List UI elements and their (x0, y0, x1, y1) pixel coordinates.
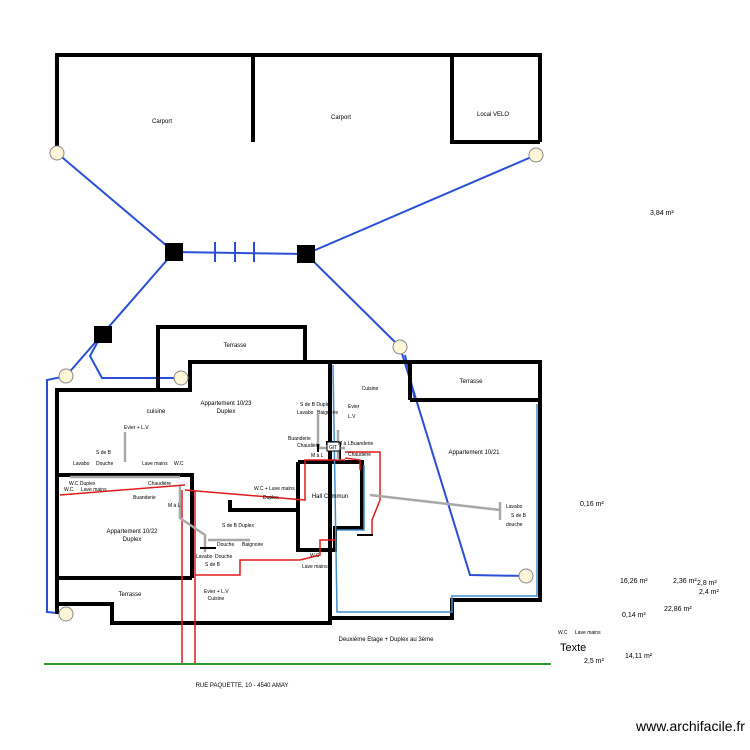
label-chaudiere-right: Chaudière (348, 452, 371, 458)
git-box (326, 441, 341, 452)
label-wc-legend: W.C (558, 630, 568, 636)
label-baignoire-bottom: Baignoire (242, 542, 263, 548)
area-label-9: 14,11 m² (625, 653, 653, 660)
label-evier-top: Evier (348, 404, 360, 410)
room-labels: Carport Carport Local VELO Terrasse Terr… (106, 112, 509, 602)
label-lavabo-right: Lavabo (506, 504, 523, 510)
label-ml-buanderie: M à LBuanderie (338, 441, 374, 447)
label-baignoire-top: Baignoire (317, 410, 338, 416)
junction-boxes (94, 243, 315, 343)
label-buanderie-mid: Buanderie (133, 495, 156, 501)
label-ml-top: M à L (311, 453, 324, 459)
label-etage: Deuxième Etage + Duplex au 3ème (339, 637, 435, 643)
label-wc-left: W.C (174, 461, 184, 467)
label-chaudiere-top: Chaudière (297, 443, 320, 449)
watermark: www.archifacile.fr (635, 718, 745, 734)
area-label-6: 2,4 m² (699, 589, 720, 596)
label-wc-hall: W.C (310, 553, 320, 559)
area-labels: 3,84 m² 0,16 m² 16,26 m² 2,36 m² 2,8 m² … (580, 210, 720, 665)
label-lavabo-top: Lavabo (297, 410, 314, 416)
label-douche-left: Douche (96, 461, 113, 467)
node-bottom-left (58, 606, 74, 622)
label-lv-top: L.V (348, 414, 356, 420)
carport-walls (55, 53, 542, 155)
node-left (58, 368, 74, 384)
area-label-1: 3,84 m² (650, 210, 674, 217)
node-carport-right (528, 147, 544, 163)
room-cuisine-bottom: Cuisine (208, 596, 225, 602)
label-sdb-bottom: S de B (205, 562, 221, 568)
node-terrasse (173, 370, 189, 386)
area-label-2: 0,16 m² (580, 501, 604, 508)
label-lave-mains-legend: Lave mains (575, 630, 601, 636)
area-label-5: 2,8 m² (697, 580, 718, 587)
room-terrasse-top-right: Terrasse (459, 379, 483, 385)
label-rue: RUE PAQUETTE, 10 - 4540 AMAY (196, 683, 289, 689)
label-sdb-right: S de B (511, 513, 527, 519)
apt-10-21-outline (332, 364, 538, 613)
area-label-4: 2,36 m² (673, 578, 697, 585)
room-hall-commun: Hall Commun (312, 494, 348, 500)
node-top-right (392, 339, 408, 355)
label-evier-lv-bottom: Evier + L.V (204, 589, 229, 595)
label-lave-mains-hall: Lave mains (302, 564, 328, 570)
fixtures (180, 444, 373, 549)
label-sdb-duplex-bottom: S de B Duplex (222, 523, 254, 529)
room-terrasse-bottom-left: Terrasse (118, 592, 142, 598)
label-lavabo-left: Lavabo (73, 461, 90, 467)
area-label-8: 0,14 m² (622, 612, 646, 619)
label-lavabo-bottom: Lavabo (196, 554, 213, 560)
label-wc-small: W.C (64, 487, 74, 493)
label-evier-lv-top: Evier + L.V (124, 425, 149, 431)
label-ml-mid: M à L (168, 503, 181, 509)
label-wc-duplex: W.C Duplex (69, 481, 96, 487)
fixture-labels: Evier + L.V S de B Lavabo Douche Lave ma… (64, 402, 601, 689)
label-git: GIT (329, 445, 337, 451)
label-texte: Texte (560, 642, 586, 654)
area-label-7: 22,86 m² (664, 606, 692, 613)
label-douche-right: douche (506, 522, 523, 528)
area-label-10: 2,5 m² (584, 658, 605, 665)
connector-ticks (214, 242, 255, 262)
label-buanderie-top: Buanderie (288, 436, 311, 442)
network-nodes (49, 145, 544, 622)
label-duplex-small: Duplex (263, 495, 279, 501)
label-lave-mains-left: Lave mains (142, 461, 168, 467)
room-carport-2: Carport (331, 115, 351, 121)
label-wc-lave-mains: W.C + Lave mains (254, 486, 295, 492)
area-label-3: 16,26 m² (620, 578, 648, 585)
room-appartement-10-21: Appartement 10/21 (448, 450, 500, 456)
node-bottom-right (518, 568, 534, 584)
room-appartement-10-22-sub: Duplex (123, 537, 142, 543)
label-douche-bottom-2: Douche (215, 554, 232, 560)
room-cuisine-right: Cuisine (362, 386, 379, 392)
room-appartement-10-23-sub: Duplex (217, 409, 236, 415)
label-lave-mains-small: Lave mains (81, 487, 107, 493)
label-chaudiere-mid: Chaudière (148, 481, 171, 487)
label-douche-bottom: Douche (217, 542, 234, 548)
node-carport-left (49, 145, 65, 161)
room-local-velo: Local VELO (477, 112, 509, 118)
room-appartement-10-22: Appartement 10/22 (106, 529, 158, 535)
label-sdb-duplex-top: S de B Duplex (300, 402, 332, 408)
room-terrasse-top-left: Terrasse (223, 343, 247, 349)
room-carport-1: Carport (152, 119, 172, 125)
building-walls (55, 325, 542, 625)
room-cuisine-left: cuisine (147, 409, 166, 415)
label-sdb-left: S de B (96, 450, 112, 456)
room-appartement-10-23: Appartement 10/23 (200, 401, 252, 407)
